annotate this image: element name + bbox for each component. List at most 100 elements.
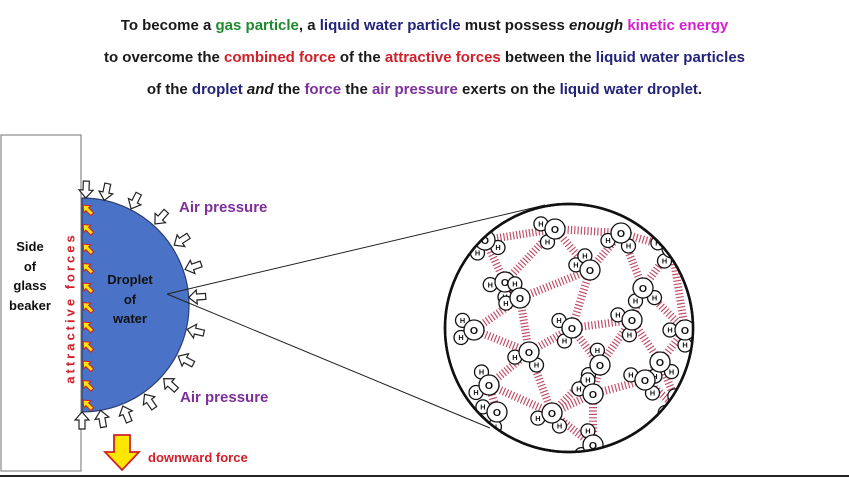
svg-text:H: H — [628, 371, 633, 380]
svg-text:H: H — [662, 257, 667, 266]
svg-text:H: H — [545, 238, 550, 247]
attractive-force-arrow — [82, 204, 95, 217]
svg-text:H: H — [585, 427, 590, 436]
magnified-view-border — [443, 202, 695, 454]
header-line-1: To become a gas particle, a liquid water… — [0, 17, 849, 34]
oxygen-atom: O — [474, 229, 496, 251]
bottom-border — [0, 475, 849, 477]
water-droplet — [81, 197, 190, 413]
zoom-line-bottom — [166, 293, 491, 429]
beaker-label-line: Side — [16, 239, 44, 254]
beaker-label-line: beaker — [9, 297, 51, 313]
svg-text:H: H — [626, 242, 631, 251]
attractive-force-arrow — [82, 399, 95, 412]
oxygen-atom: O — [634, 369, 656, 391]
svg-text:O: O — [501, 277, 509, 289]
svg-text:O: O — [516, 293, 524, 305]
oxygen-atom: O — [589, 354, 611, 376]
glass-beaker-side — [0, 134, 82, 472]
oxygen-atom: O — [561, 317, 583, 339]
svg-text:O: O — [656, 357, 664, 369]
term-enough: enough — [569, 17, 624, 34]
attractive-force-arrow — [82, 301, 95, 314]
svg-text:O: O — [589, 389, 597, 401]
svg-text:H: H — [576, 385, 581, 394]
term-liquid-water-particles: liquid water particles — [595, 49, 746, 66]
svg-text:O: O — [596, 360, 604, 372]
svg-text:H: H — [562, 337, 567, 346]
header-text: the — [341, 81, 372, 98]
oxygen-atom: O — [518, 341, 540, 363]
oxygen-atom: O — [674, 319, 693, 341]
svg-text:O: O — [485, 380, 493, 392]
header-text: the — [273, 81, 305, 98]
svg-text:H: H — [458, 333, 463, 342]
zoom-line-top — [166, 204, 546, 295]
svg-text:H: H — [479, 368, 484, 377]
attractive-force-arrow — [82, 223, 95, 236]
oxygen-atom: O — [610, 222, 632, 244]
header-text: of the — [146, 81, 192, 98]
svg-text:O: O — [641, 375, 649, 387]
svg-text:H: H — [480, 403, 485, 412]
svg-text:H: H — [573, 261, 578, 270]
svg-text:O: O — [551, 224, 559, 236]
term-kinetic-energy: kinetic energy — [627, 17, 729, 34]
term-and: and — [246, 81, 274, 98]
svg-text:H: H — [488, 280, 493, 289]
svg-text:H: H — [667, 326, 672, 335]
header-line-3: of the droplet and the force the air pre… — [0, 81, 849, 98]
air-pressure-arrows — [73, 180, 207, 430]
air-pressure-arrow — [77, 180, 95, 199]
term-droplet: droplet — [191, 81, 243, 98]
attractive-force-arrow — [82, 282, 95, 295]
svg-text:O: O — [628, 315, 636, 327]
svg-text:H: H — [512, 280, 517, 289]
beaker-label-line: of — [23, 258, 37, 274]
svg-text:H: H — [595, 346, 600, 355]
beaker-label-line: glass — [13, 278, 47, 293]
term-force: force — [304, 81, 342, 98]
oxygen-atom: O — [541, 402, 563, 424]
molecule-network: HHOHHOHHOHHOHHOHHOHHOHHOHHOHHOHHOHHOHHOH… — [453, 216, 693, 452]
svg-text:O: O — [470, 325, 478, 337]
svg-text:H: H — [633, 297, 638, 306]
svg-text:H: H — [682, 341, 687, 350]
air-pressure-arrow — [187, 288, 207, 306]
svg-text:H: H — [605, 236, 610, 245]
attractive-force-arrow — [82, 262, 95, 275]
oxygen-atom: O — [463, 319, 485, 341]
air-pressure-arrow — [184, 258, 203, 275]
svg-text:O: O — [589, 440, 597, 452]
air-pressure-arrow — [163, 377, 180, 394]
air-pressure-label-top: Air pressure — [179, 199, 268, 216]
svg-text:H: H — [535, 414, 540, 423]
svg-text:O: O — [676, 405, 684, 417]
svg-text:O: O — [481, 235, 489, 247]
term-gas-particle: gas particle — [215, 17, 299, 34]
svg-text:O: O — [548, 408, 556, 420]
hydrogen-atom: H — [623, 367, 639, 383]
svg-text:H: H — [503, 299, 508, 308]
air-pressure-arrow — [127, 191, 143, 210]
term-liquid-water-particle: liquid water particle — [319, 17, 461, 34]
air-pressure-arrow — [142, 393, 158, 411]
svg-text:H: H — [495, 243, 500, 252]
oxygen-atom: O — [509, 287, 531, 309]
oxygen-atom: O — [621, 309, 643, 331]
oxygen-atom: O — [582, 383, 604, 405]
header-text: to overcome the — [103, 49, 224, 66]
svg-text:H: H — [534, 361, 539, 370]
air-pressure-arrow — [173, 232, 191, 248]
droplet-label-line: of — [123, 291, 137, 307]
oxygen-atom: O — [632, 277, 654, 299]
droplet-label-line: water — [113, 311, 147, 326]
oxygen-atom: O — [486, 401, 508, 423]
air-pressure-arrow — [73, 411, 91, 430]
oxygen-atom: O — [649, 351, 671, 373]
attractive-force-arrow — [82, 321, 95, 334]
svg-text:H: H — [538, 220, 543, 229]
header-text: between the — [500, 49, 596, 66]
term-air-pressure: air pressure — [371, 81, 458, 98]
